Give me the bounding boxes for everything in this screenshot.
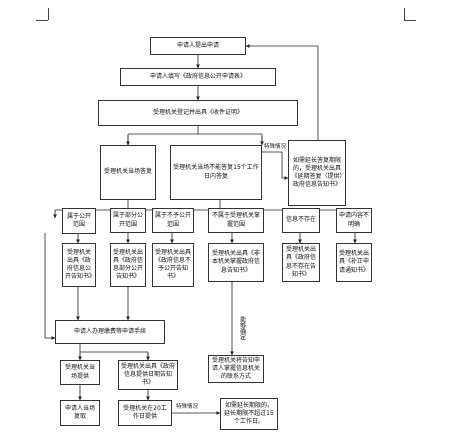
node-not-mastered: 不属于受理机关掌握范围: [208, 208, 264, 233]
edge-label-special-bottom: 特殊情况: [176, 404, 199, 410]
node-unclear: 申请内容不明确: [336, 208, 372, 233]
node-date-notice: 受理机关出具《政府信息提供日期告知书》: [118, 360, 178, 390]
edge-n6-n1: [245, 44, 319, 140]
edge-left-loop: [44, 233, 56, 340]
crop-mark-top-right-h: [404, 20, 416, 21]
node-correction-notice: 受理机关出具《补正申请通知书》: [336, 243, 372, 282]
edge-n19-split: [79, 344, 149, 360]
crop-mark-top-right-v: [404, 8, 405, 20]
node-fill-form: 申请人填写《政府信息公开申请表》: [120, 68, 276, 86]
node-register: 受理机关登记并出具《收件证明》: [98, 100, 298, 126]
node-extend-15-days: 如需延长期限的，延长期限不超过15个工作日。: [220, 398, 278, 430]
node-extend-notice: 如需延长答复期限的，受理机关出具《延期答复（提供）政府信息告知书》: [288, 140, 346, 206]
node-provide-20-days: 受理机关在20工作日提供: [118, 400, 172, 426]
node-contact-info: 受理机关将告知申请人掌握信息机关的联系方式: [208, 355, 264, 383]
node-not-mastered-notice: 受理机关出具《非本机关掌握政府信息告知书》: [208, 243, 264, 282]
node-reply-15-days: 受理机关当场不能答复15个工作日内答复: [170, 145, 262, 200]
node-not-public-notice: 受理机关出具《政府信息不予公开告知书》: [152, 243, 194, 287]
node-provide-onsite: 受理机关当场提供: [60, 360, 100, 385]
node-not-exist: 信息不存在: [282, 208, 320, 233]
node-collect-onsite: 申请人当场复取: [60, 400, 100, 426]
node-submit-application: 申请人提出申请: [150, 37, 246, 55]
node-public-scope: 属于公开范围: [62, 208, 96, 234]
node-partial-notice: 受理机关出具《政府信息部分公开告知书》: [110, 243, 146, 287]
node-not-exist-notice: 受理机关出具《政府信息不存在告知书》: [282, 243, 320, 282]
edge-n3-branch: [127, 126, 263, 145]
crop-mark-top-left-h: [36, 20, 48, 21]
node-not-public-scope: 属于不予公开范围: [152, 208, 194, 233]
edge-label-special-top: 特殊情况: [264, 144, 287, 150]
edge-n5-n6: [262, 151, 289, 180]
node-immediate-reply: 受理机关当场答复: [100, 145, 156, 200]
node-pay-fees: 申请人办理缴费等申请手续: [55, 320, 165, 344]
node-partial-scope: 属于部分公开范围: [110, 208, 146, 233]
crop-mark-top-left-v: [48, 8, 49, 20]
edge-label-confirm: 能够确定: [238, 316, 246, 340]
node-public-notice: 受理机关出具《政府信息公开告知书》: [62, 243, 96, 287]
